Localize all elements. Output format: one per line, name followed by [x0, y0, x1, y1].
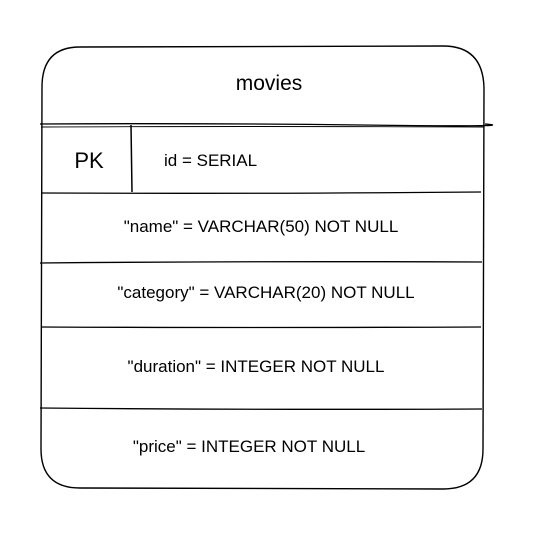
row-divider: [40, 191, 482, 194]
table-movies: movies PK id = SERIAL "name" = VARCHAR(5…: [39, 45, 494, 490]
field-name: "name" = VARCHAR(50) NOT NULL: [124, 217, 399, 236]
row-divider: [40, 326, 482, 329]
pk-field: id = SERIAL: [164, 151, 257, 170]
header-divider: [39, 123, 494, 127]
row-divider: [39, 261, 483, 264]
field-price: "price" = INTEGER NOT NULL: [133, 437, 365, 456]
table-title: movies: [236, 72, 303, 95]
table-frame: [40, 45, 485, 490]
header-divider-sketch: [40, 126, 485, 128]
field-category: "category" = VARCHAR(20) NOT NULL: [117, 283, 414, 302]
field-duration: "duration" = INTEGER NOT NULL: [128, 357, 385, 376]
pk-column-divider: [130, 124, 133, 193]
pk-label: PK: [74, 148, 104, 173]
row-divider: [39, 407, 483, 410]
